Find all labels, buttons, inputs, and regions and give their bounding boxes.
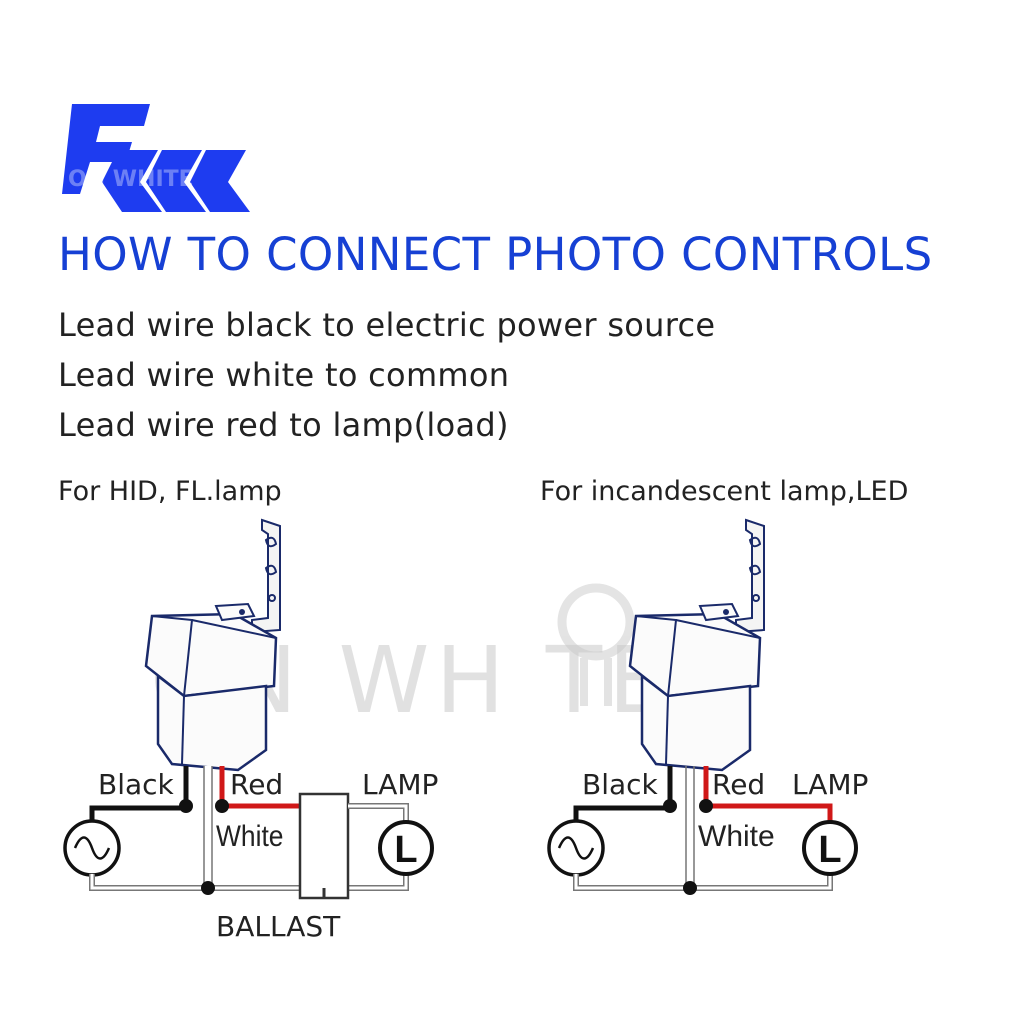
- instruction-white: Lead wire white to common: [58, 356, 510, 394]
- ballast-label: BALLAST: [216, 910, 341, 943]
- left-lamp-icon: L: [378, 820, 434, 876]
- instruction-black: Lead wire black to electric power source: [58, 306, 716, 344]
- wiring-diagrams: ON WH TE L Black Red LAMP White BALLAST: [63, 518, 868, 943]
- right-red-label: Red: [712, 768, 765, 801]
- right-white-label: White: [698, 820, 775, 853]
- left-red-label: Red: [230, 768, 283, 801]
- left-black-label: Black: [98, 768, 175, 801]
- brand-logo: ON WHITE: [62, 104, 250, 212]
- right-lamp-label: LAMP: [792, 768, 868, 801]
- left-ac-source-icon: [63, 819, 121, 877]
- right-ac-source-icon: [547, 819, 605, 877]
- right-lamp-icon: L: [802, 820, 858, 876]
- left-white-label: White: [216, 818, 283, 852]
- instruction-red: Lead wire red to lamp(load): [58, 406, 509, 444]
- left-photocell-device: [144, 518, 282, 772]
- left-lamp-label: LAMP: [362, 768, 438, 801]
- watermark-bulb-icon: [557, 583, 635, 706]
- logo-watermark-text: ON WHITE: [68, 167, 194, 192]
- right-diagram-subtitle: For incandescent lamp,LED: [540, 476, 909, 507]
- left-diagram-subtitle: For HID, FL.lamp: [58, 476, 282, 507]
- right-photocell-device: [628, 518, 766, 772]
- ballast-box: [298, 792, 350, 900]
- page-title: HOW TO CONNECT PHOTO CONTROLS: [58, 228, 933, 281]
- svg-text:L: L: [818, 829, 841, 871]
- right-black-label: Black: [582, 768, 659, 801]
- svg-text:L: L: [394, 829, 417, 871]
